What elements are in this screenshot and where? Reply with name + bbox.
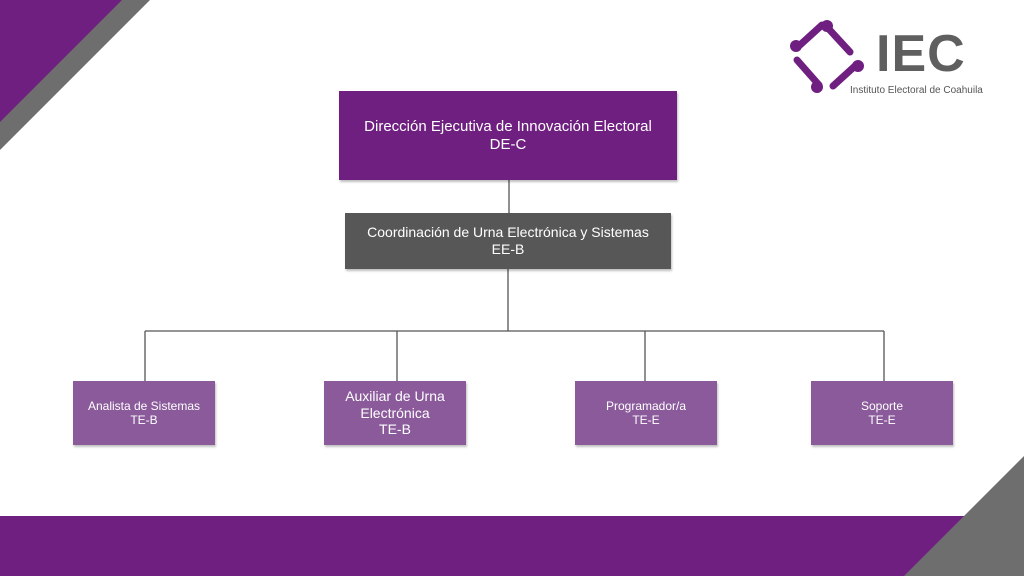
org-node-code: TE-E — [868, 413, 896, 427]
org-node-title: Programador/a — [605, 398, 687, 413]
org-node-title: Soporte — [860, 398, 904, 413]
org-node-coordination: Coordinación de Urna Electrónica y Siste… — [345, 213, 671, 269]
org-node-code: TE-B — [379, 421, 411, 438]
logo-wordmark: IEC — [876, 25, 966, 83]
org-node-code: EE-B — [491, 241, 525, 257]
corner-purple-triangle-top-left — [0, 0, 122, 122]
org-node-title: Dirección Ejecutiva de Innovación Electo… — [364, 117, 652, 135]
org-node-soporte: Soporte TE-E — [811, 381, 953, 445]
org-node-auxiliar-urna: Auxiliar de Urna Electrónica TE-B — [324, 381, 466, 445]
org-node-title: Auxiliar de Urna Electrónica — [345, 387, 445, 421]
connector-lines — [144, 180, 885, 381]
corner-gray-triangle-bottom-right — [904, 456, 1024, 576]
logo-subtitle: Instituto Electoral de Coahuila — [850, 85, 983, 96]
org-node-code: TE-E — [632, 413, 660, 427]
org-node-programador: Programador/a TE-E — [575, 381, 717, 445]
org-node-code: TE-B — [130, 413, 158, 427]
org-node-analista-sistemas: Analista de Sistemas TE-B — [73, 381, 215, 445]
org-node-code: DE-C — [489, 135, 527, 153]
org-node-title: Analista de Sistemas — [87, 398, 201, 413]
bottom-purple-band — [0, 516, 1024, 576]
org-node-direction: Dirección Ejecutiva de Innovación Electo… — [339, 91, 677, 180]
org-node-title: Coordinación de Urna Electrónica y Siste… — [367, 224, 649, 241]
iec-logo-icon — [790, 20, 864, 93]
